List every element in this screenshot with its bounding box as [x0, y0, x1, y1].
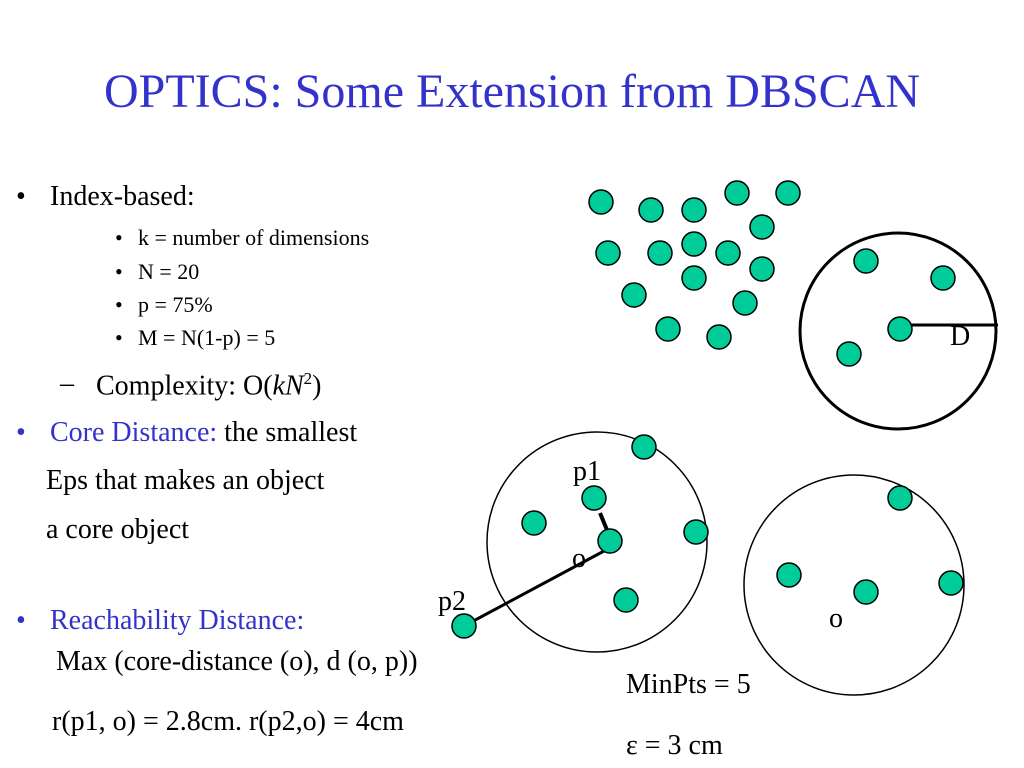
- sub-bullet-marker: •: [115, 259, 123, 284]
- eps-label: ε = 3 cm: [626, 730, 723, 761]
- core-distance-text-2: Eps that makes an object: [46, 465, 325, 496]
- sub-bullet-p: p = 75%: [138, 292, 213, 317]
- data-point: [938, 570, 964, 596]
- complexity-n: N: [284, 370, 304, 402]
- sub-bullet-marker: •: [115, 225, 123, 250]
- data-point: [681, 265, 707, 291]
- data-point: [853, 248, 879, 274]
- data-point: [749, 256, 775, 282]
- complexity-suffix: ): [312, 370, 322, 402]
- core-distance-label: Core Distance:: [50, 417, 218, 448]
- data-point: [681, 231, 707, 257]
- sub-bullet-m: M = N(1-p) = 5: [138, 325, 276, 350]
- point-o-right: [853, 579, 879, 605]
- label-o-left: o: [572, 543, 586, 574]
- data-point: [595, 240, 621, 266]
- data-point: [776, 562, 802, 588]
- core-distance-line: Core Distance: the smallest: [50, 419, 357, 447]
- data-point: [930, 265, 956, 291]
- data-point: [681, 197, 707, 223]
- label-p2: p2: [438, 586, 466, 617]
- points-group: [451, 180, 964, 639]
- complexity-prefix: Complexity: O(: [96, 370, 273, 402]
- label-o-right: o: [829, 603, 843, 634]
- data-point: [638, 197, 664, 223]
- complexity-k: k: [272, 370, 285, 402]
- complexity-line: Complexity: O(kN2): [96, 370, 322, 400]
- data-point: [631, 434, 657, 460]
- reachability-example: r(p1, o) = 2.8cm. r(p2,o) = 4cm: [52, 706, 404, 737]
- point-p2: [451, 613, 477, 639]
- point-p1: [581, 485, 607, 511]
- reachability-label: Reachability Distance:: [50, 605, 305, 636]
- sub-bullet-n: N = 20: [138, 259, 200, 284]
- sub-bullet-k: k = number of dimensions: [138, 225, 370, 250]
- p2-o-line: [463, 549, 605, 628]
- neighborhood-circle: [743, 474, 965, 696]
- bullet-index-based: Index-based:: [50, 181, 195, 212]
- data-point: [521, 510, 547, 536]
- data-point: [732, 290, 758, 316]
- label-p1: p1: [573, 456, 601, 487]
- data-point: [724, 180, 750, 206]
- sub-bullet-marker: •: [115, 325, 123, 350]
- label-d: D: [950, 321, 970, 352]
- reachability-formula: Max (core-distance (o), d (o, p)): [56, 646, 418, 677]
- data-point: [749, 214, 775, 240]
- data-point: [588, 189, 614, 215]
- bullet-marker: •: [16, 417, 26, 448]
- data-point: [775, 180, 801, 206]
- index-circle: [798, 231, 998, 431]
- core-circle: [486, 431, 708, 653]
- center-point: [887, 316, 913, 342]
- sub-bullet-marker: •: [115, 292, 123, 317]
- data-point: [683, 519, 709, 545]
- slide-title: OPTICS: Some Extension from DBSCAN: [103, 65, 921, 118]
- core-distance-text-3: a core object: [46, 514, 190, 545]
- point-o-left: [597, 528, 623, 554]
- data-point: [621, 282, 647, 308]
- data-point: [715, 240, 741, 266]
- data-point: [647, 240, 673, 266]
- bullet-marker: •: [16, 181, 26, 212]
- p1-o-line: [598, 512, 609, 531]
- data-point: [836, 341, 862, 367]
- data-point: [887, 485, 913, 511]
- dash-marker: –: [60, 368, 74, 399]
- data-point: [613, 587, 639, 613]
- core-distance-text: the smallest: [224, 417, 358, 448]
- complexity-exponent: 2: [303, 369, 313, 388]
- bullet-marker: •: [16, 605, 26, 636]
- minpts-label: MinPts = 5: [626, 669, 751, 700]
- data-point: [655, 316, 681, 342]
- data-point: [706, 324, 732, 350]
